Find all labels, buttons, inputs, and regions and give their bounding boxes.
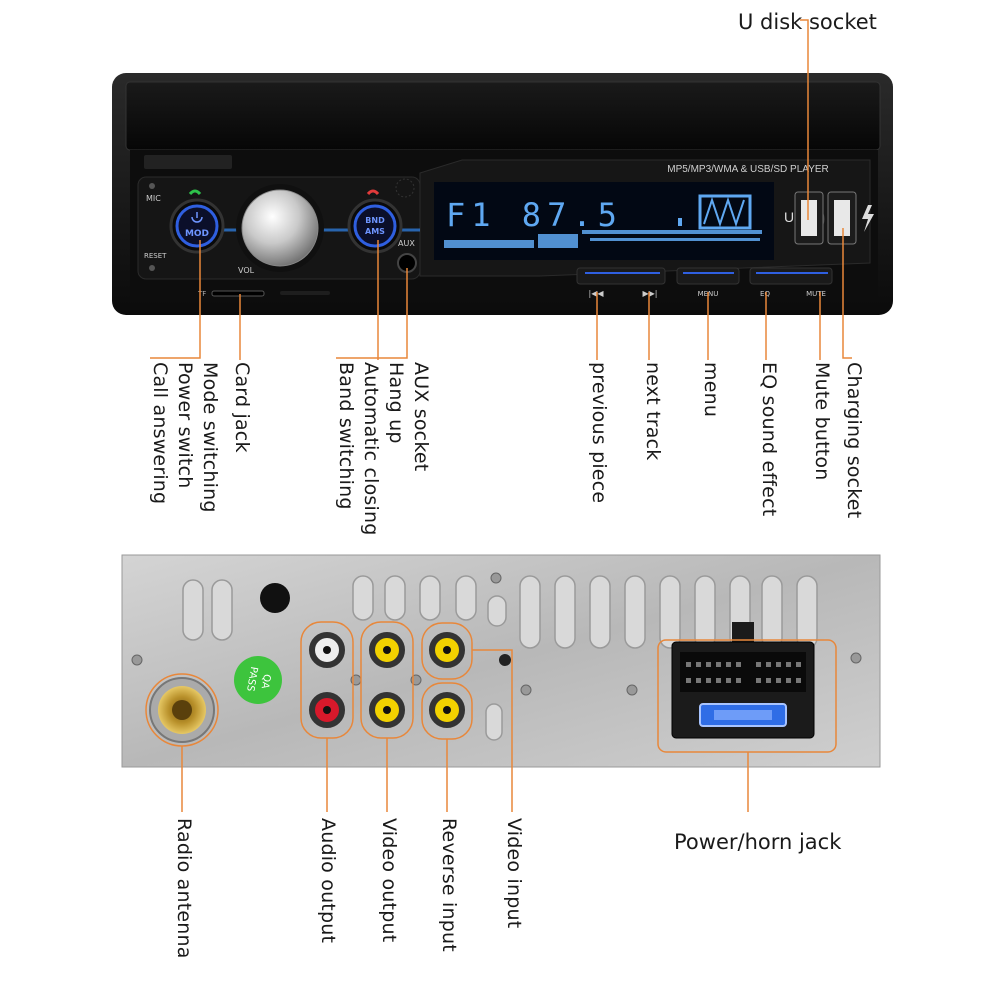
label-eq-sound-effect: EQ sound effect xyxy=(758,362,780,517)
eq-button[interactable]: EQ xyxy=(760,290,770,298)
lcd-frequency-text: F1 87.5 xyxy=(446,196,623,234)
label-reverse-input: Reverse input xyxy=(438,818,460,952)
reset-hole[interactable] xyxy=(149,265,155,271)
chassis-hole xyxy=(499,654,511,666)
vol-label: VOL xyxy=(238,266,255,275)
decor-slot xyxy=(280,291,330,295)
call-answer-icon xyxy=(188,189,202,196)
label-next-track: next track xyxy=(642,362,664,461)
motorized-flap xyxy=(125,81,881,151)
mute-button[interactable]: MUTE xyxy=(806,290,826,298)
front-panel: MP5/MP3/WMA & USB/SD PLAYER F1 87.5 U MI… xyxy=(112,73,893,315)
label-call-answering: Call answering xyxy=(149,362,171,505)
card-slot-top xyxy=(144,155,232,169)
mod-button[interactable] xyxy=(175,204,219,248)
back-panel: QA PASS xyxy=(121,554,881,768)
mic-label: MIC xyxy=(146,194,161,203)
label-automatic-closing: Automatic closing xyxy=(360,362,382,536)
aux-label: AUX xyxy=(398,239,415,248)
ams-label: AMS xyxy=(365,227,385,236)
bottom-button-strip xyxy=(576,267,833,285)
lcd-spectrum-icon xyxy=(678,194,752,230)
mod-label: MOD xyxy=(185,229,209,239)
volume-knob[interactable] xyxy=(241,189,319,267)
label-power-horn-jack: Power/horn jack xyxy=(674,830,842,854)
label-audio-output: Audio output xyxy=(317,818,339,944)
screw xyxy=(490,572,502,584)
svg-text:PASS: PASS xyxy=(244,666,259,692)
mic-hole xyxy=(149,183,155,189)
speaker-grille-icon xyxy=(395,178,415,198)
front-callout-lines xyxy=(150,19,852,360)
bnd-label: BND xyxy=(365,216,385,225)
screw xyxy=(131,654,143,666)
tf-label: TF xyxy=(197,290,206,298)
screw xyxy=(626,684,638,696)
tf-card-slot[interactable] xyxy=(211,290,265,297)
power-horn-connector[interactable] xyxy=(671,622,815,739)
power-icon xyxy=(191,216,203,223)
label-aux-socket: AUX socket xyxy=(410,362,432,472)
label-band-switching: Band switching xyxy=(335,362,357,510)
lcd-level-bars xyxy=(444,230,762,248)
reset-label: RESET xyxy=(144,252,167,260)
label-previous-piece: previous piece xyxy=(588,362,610,504)
qa-pass-sticker: QA PASS xyxy=(234,656,282,704)
screw xyxy=(850,652,862,664)
chassis-hole xyxy=(260,583,290,613)
label-card-jack: Card jack xyxy=(231,362,253,453)
hang-up-icon xyxy=(366,189,380,196)
label-mode-switching: Mode switching xyxy=(199,362,221,513)
charge-bolt-icon xyxy=(862,205,874,232)
label-mute-button: Mute button xyxy=(811,362,833,481)
label-power-switch: Power switch xyxy=(174,362,196,489)
bnd-ams-button[interactable] xyxy=(353,204,397,248)
label-menu: menu xyxy=(700,362,722,418)
label-u-disk-socket: U disk socket xyxy=(738,10,877,34)
label-charging-socket: Charging socket xyxy=(843,362,865,519)
usb-label: U xyxy=(784,209,794,225)
label-radio-antenna: Radio antenna xyxy=(173,818,195,959)
next-button[interactable]: ▶▶| xyxy=(643,289,658,298)
label-video-input: Video input xyxy=(503,818,525,929)
rca-jacks xyxy=(309,632,465,728)
display-banner: MP5/MP3/WMA & USB/SD PLAYER xyxy=(667,164,829,175)
screw xyxy=(520,684,532,696)
back-callout-lines xyxy=(145,621,837,812)
svg-text:QA: QA xyxy=(259,673,272,690)
label-hang-up: Hang up xyxy=(385,362,407,444)
label-video-output: Video output xyxy=(378,818,400,943)
